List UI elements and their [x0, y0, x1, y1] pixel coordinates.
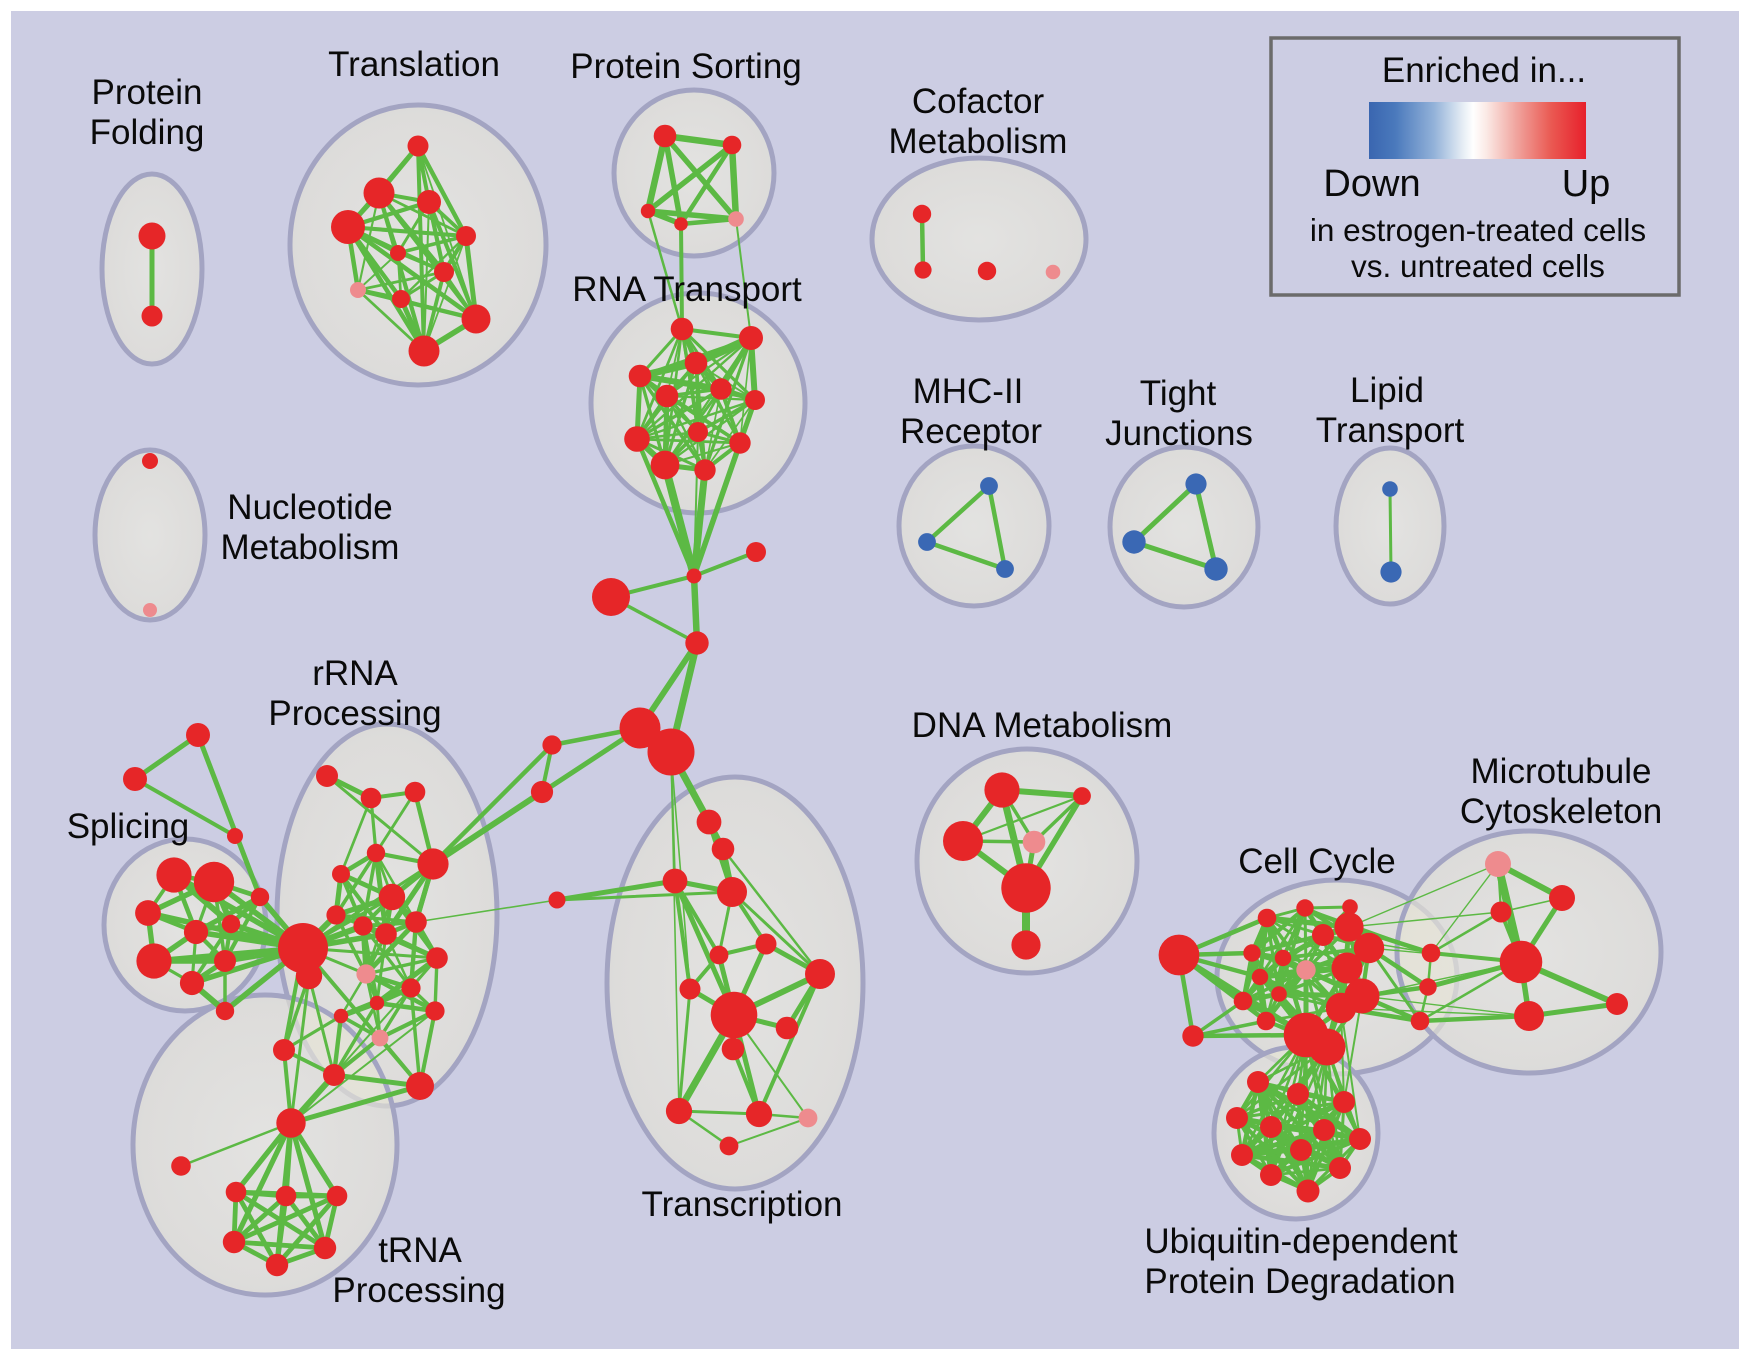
svg-text:tRNA: tRNA [378, 1231, 462, 1270]
svg-text:Tight: Tight [1140, 374, 1217, 413]
svg-text:Lipid: Lipid [1350, 371, 1424, 410]
svg-text:Receptor: Receptor [900, 412, 1042, 451]
svg-text:Processing: Processing [332, 1271, 505, 1310]
svg-text:Splicing: Splicing [67, 807, 190, 846]
svg-text:Cytoskeleton: Cytoskeleton [1460, 792, 1662, 831]
svg-text:Enriched in...: Enriched in... [1382, 51, 1586, 90]
svg-text:Ubiquitin-dependent: Ubiquitin-dependent [1144, 1222, 1458, 1261]
svg-text:Microtubule: Microtubule [1471, 752, 1652, 791]
svg-text:Protein Degradation: Protein Degradation [1144, 1262, 1455, 1301]
svg-text:Up: Up [1562, 163, 1611, 205]
svg-text:Metabolism: Metabolism [221, 528, 400, 567]
svg-text:Translation: Translation [328, 45, 500, 84]
svg-text:Junctions: Junctions [1105, 414, 1253, 453]
svg-text:Transcription: Transcription [642, 1185, 843, 1224]
svg-text:Cell Cycle: Cell Cycle [1238, 842, 1396, 881]
svg-text:Down: Down [1323, 163, 1420, 205]
svg-text:Cofactor: Cofactor [912, 82, 1045, 121]
svg-text:MHC-II: MHC-II [913, 372, 1024, 411]
svg-text:rRNA: rRNA [312, 654, 398, 693]
svg-text:Processing: Processing [268, 694, 441, 733]
svg-text:Nucleotide: Nucleotide [227, 488, 392, 527]
svg-text:vs. untreated cells: vs. untreated cells [1351, 248, 1605, 284]
svg-text:Protein Sorting: Protein Sorting [570, 47, 802, 86]
svg-text:Protein: Protein [92, 73, 203, 112]
svg-text:Folding: Folding [90, 113, 205, 152]
svg-text:in estrogen-treated cells: in estrogen-treated cells [1310, 212, 1646, 248]
svg-text:RNA Transport: RNA Transport [572, 270, 802, 309]
svg-text:Transport: Transport [1316, 411, 1465, 450]
svg-text:Metabolism: Metabolism [889, 122, 1068, 161]
svg-text:DNA Metabolism: DNA Metabolism [912, 706, 1173, 745]
